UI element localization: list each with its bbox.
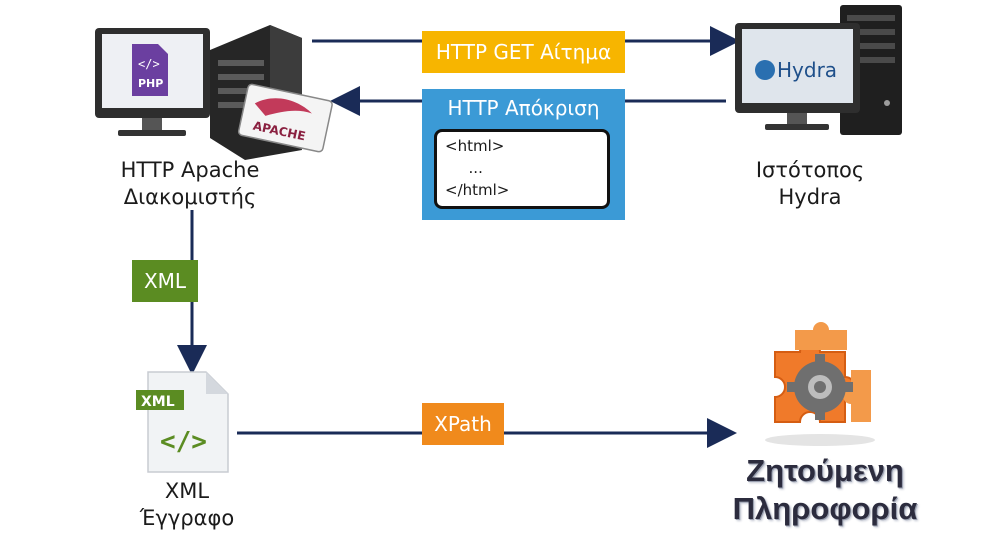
hydra-label-line1: Ιστότοπος <box>755 158 865 182</box>
xml-label-line1: XML <box>164 479 210 503</box>
apache-server-node: </> PHP APACHE <box>90 20 335 160</box>
apache-server-icon: </> PHP APACHE <box>95 25 333 160</box>
puzzle-gear-icon <box>765 322 875 446</box>
code-line-1: <html> <box>445 137 505 155</box>
apache-server-label: HTTP Apache Διακομιστής <box>90 157 290 211</box>
request-label: HTTP GET Αίτημα <box>435 40 612 64</box>
hydra-server-icon: Hydra <box>735 5 902 135</box>
apache-label-line2: Διακομιστής <box>123 185 257 209</box>
result-label-line2: Πληροφορία <box>732 491 918 526</box>
hydra-logo-text: Hydra <box>777 58 837 82</box>
xpath-tag: XPath <box>422 403 504 445</box>
xml-document-node: XML </> <box>136 370 231 475</box>
xml-label-line2: Έγγραφο <box>139 506 235 530</box>
xml-file-badge-text: XML <box>141 394 175 410</box>
request-tag: HTTP GET Αίτημα <box>422 31 625 73</box>
hydra-site-node: Hydra <box>735 5 910 140</box>
php-badge-text: PHP <box>138 77 163 90</box>
xml-file-glyph: </> <box>160 427 207 457</box>
svg-text:</>: </> <box>138 57 160 71</box>
xml-tag-label: XML <box>143 269 187 293</box>
xml-file-icon: XML </> <box>136 371 229 473</box>
hydra-site-label: Ιστότοπος Hydra <box>710 157 910 211</box>
code-line-2: ... <box>459 159 483 177</box>
html-code-snippet: <html> ... </html> <box>434 129 610 209</box>
hydra-label-line2: Hydra <box>778 185 842 209</box>
code-line-3: </html> <box>445 181 510 199</box>
xml-document-label: XML Έγγραφο <box>102 478 272 532</box>
xml-tag: XML <box>132 260 198 302</box>
result-node <box>755 322 885 447</box>
response-label: HTTP Απόκριση <box>447 96 600 120</box>
xpath-label: XPath <box>434 412 492 436</box>
apache-label-line1: HTTP Apache <box>120 158 260 182</box>
result-label-line1: Ζητούμενη <box>746 453 904 488</box>
result-label: Ζητούμενη Πληροφορία <box>725 452 925 528</box>
